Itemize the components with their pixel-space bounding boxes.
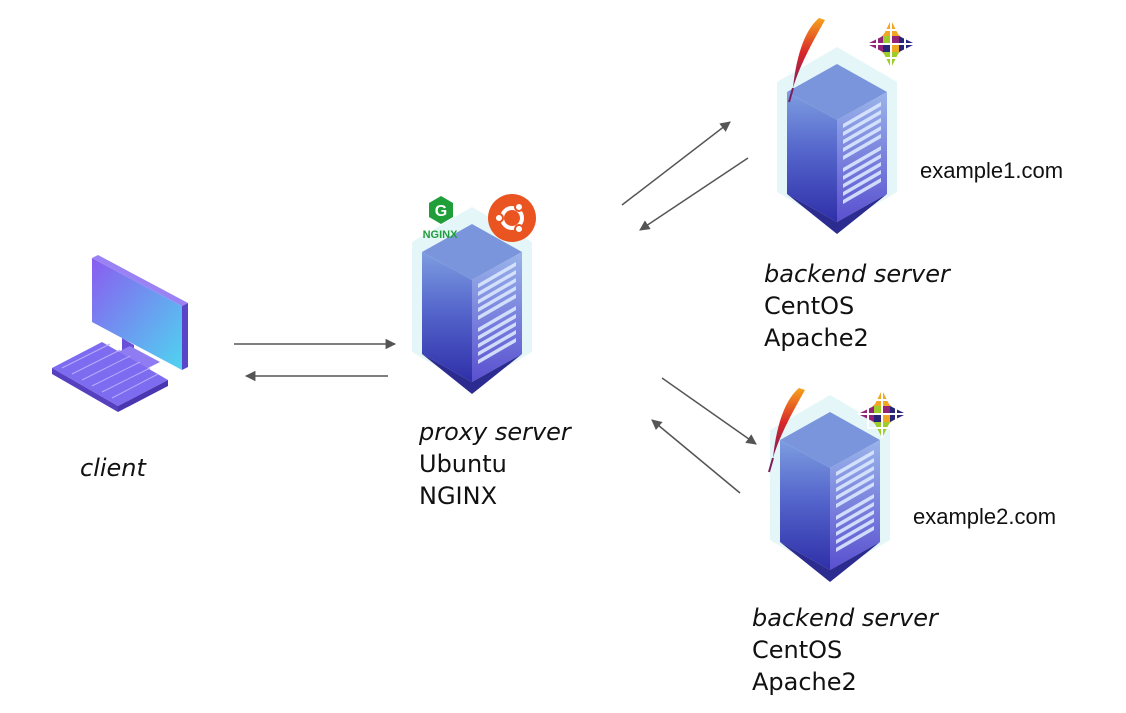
backend2-domain: example2.com — [913, 504, 1057, 529]
arrow-proxy-to-backend1 — [621, 121, 731, 206]
arrow-proxy-to-backend2 — [661, 377, 757, 445]
proxy-os: Ubuntu — [419, 450, 507, 478]
centos-logo-icon-1 — [866, 19, 916, 69]
backend1-software: Apache2 — [764, 324, 869, 352]
arrow-backend2-to-proxy — [651, 419, 741, 494]
nginx-logo-letter: G — [435, 203, 447, 220]
proxy-role: proxy server — [419, 418, 571, 446]
ubuntu-logo-icon — [488, 194, 536, 242]
nginx-logo-text: NGINX — [423, 229, 459, 241]
client-computer-icon — [52, 255, 188, 412]
proxy-software: NGINX — [419, 482, 498, 510]
client-role: client — [80, 454, 146, 482]
backend1-os: CentOS — [764, 292, 855, 320]
proxy-label: proxy server Ubuntu NGINX — [419, 416, 571, 512]
backend2-label: backend server CentOS Apache2 — [752, 602, 938, 698]
backend1-role: backend server — [764, 260, 950, 288]
backend2-software: Apache2 — [752, 668, 857, 696]
backend1-domain: example1.com — [920, 158, 1064, 183]
backend1-label: backend server CentOS Apache2 — [764, 258, 950, 354]
arrow-backend1-to-proxy — [639, 157, 749, 231]
backend2-os: CentOS — [752, 636, 843, 664]
client-label: client — [80, 452, 146, 484]
backend2-role: backend server — [752, 604, 938, 632]
nginx-logo-icon: G NGINX — [423, 196, 459, 241]
backend-server-1-icon — [767, 47, 907, 247]
